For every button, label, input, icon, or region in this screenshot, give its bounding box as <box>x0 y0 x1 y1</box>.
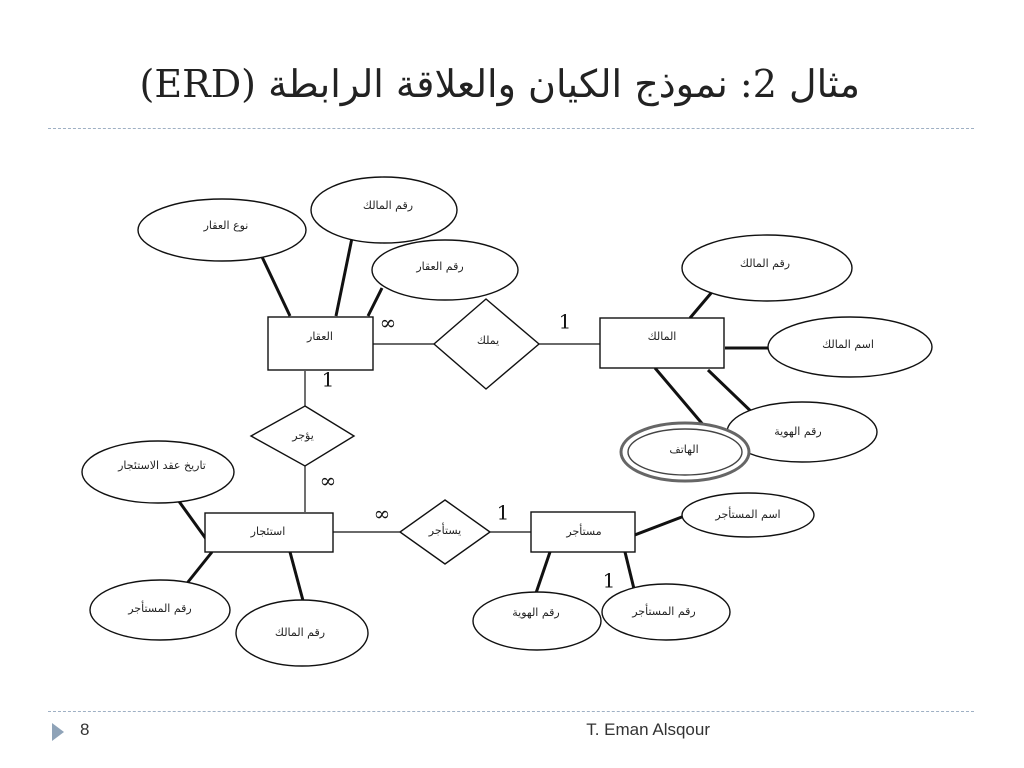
attr-owner-phone <box>619 421 751 483</box>
attr-owner-name <box>767 316 933 378</box>
cardinality-rental-rents: ∞ <box>374 502 391 526</box>
attr-tenant-id <box>472 591 602 651</box>
entity-rental <box>204 512 334 553</box>
attr-rental-date-label: تاريخ عقد الاستئجار <box>117 459 206 472</box>
cardinality-owner-owns: 1 <box>559 310 572 334</box>
attr-owner-phone-label: الهاتف <box>669 443 698 456</box>
entity-property <box>267 316 374 371</box>
attr-tenant-id-label: رقم الهوية <box>512 606 560 619</box>
cardinality-property-rented: 1 <box>322 368 335 392</box>
attr-rental-tenant-no-label: رقم المستأجر <box>127 600 192 615</box>
cardinality-rental-rented: ∞ <box>320 469 337 493</box>
entity-property-label: العقار <box>306 330 333 343</box>
relationship-owns-label: يملك <box>477 334 499 347</box>
relationship-owns <box>432 298 541 390</box>
relationship-links <box>304 343 600 533</box>
attr-owner-no <box>681 234 853 302</box>
relationship-rents-label: يستأجر <box>428 522 461 537</box>
attr-property-type <box>137 198 307 262</box>
cardinality-tenant-attr: 1 <box>603 569 616 593</box>
attr-property-type-label: نوع العقار <box>203 219 249 232</box>
attr-property-no-label: رقم العقار <box>415 260 463 273</box>
attr-tenant-name <box>681 492 815 538</box>
relationship-rented-label: يؤجر <box>291 429 314 442</box>
footer-divider <box>48 711 974 712</box>
attr-owner-id-label: رقم الهوية <box>774 425 822 438</box>
relationship-rented <box>249 405 356 467</box>
entity-owner <box>599 317 725 369</box>
attr-rental-tenant-no <box>89 579 231 641</box>
attr-tenant-no <box>601 583 731 641</box>
author-name: T. Eman Alsqour <box>586 720 710 739</box>
entity-tenant-label: مستأجر <box>565 523 601 538</box>
cardinality-tenant-rents: 1 <box>497 501 510 525</box>
attr-property-owner-no-label: رقم المالك <box>363 199 413 212</box>
page-number: 8 <box>80 720 90 739</box>
attr-tenant-name-label: اسم المستأجر <box>714 506 780 521</box>
attr-owner-name-label: اسم المالك <box>822 338 874 351</box>
attr-rental-date <box>81 440 235 504</box>
relationship-rents <box>398 499 492 565</box>
attr-owner-no-label: رقم المالك <box>740 257 790 270</box>
attr-property-owner-no <box>310 176 458 244</box>
entity-owner-label: المالك <box>648 330 677 343</box>
attr-property-no <box>371 239 519 301</box>
title-divider <box>48 128 974 129</box>
attr-rental-owner-no <box>235 599 369 667</box>
bullet-arrow-icon <box>52 723 64 741</box>
cardinality-property-owns: ∞ <box>380 311 397 335</box>
slide-title: مثال 2: نموذج الكيان والعلاقة الرابطة (E… <box>139 62 860 106</box>
entity-rental-label: استئجار <box>250 525 286 538</box>
attr-tenant-no-label: رقم المستأجر <box>631 603 696 618</box>
attr-rental-owner-no-label: رقم المالك <box>275 626 325 639</box>
entity-tenant <box>530 511 636 553</box>
